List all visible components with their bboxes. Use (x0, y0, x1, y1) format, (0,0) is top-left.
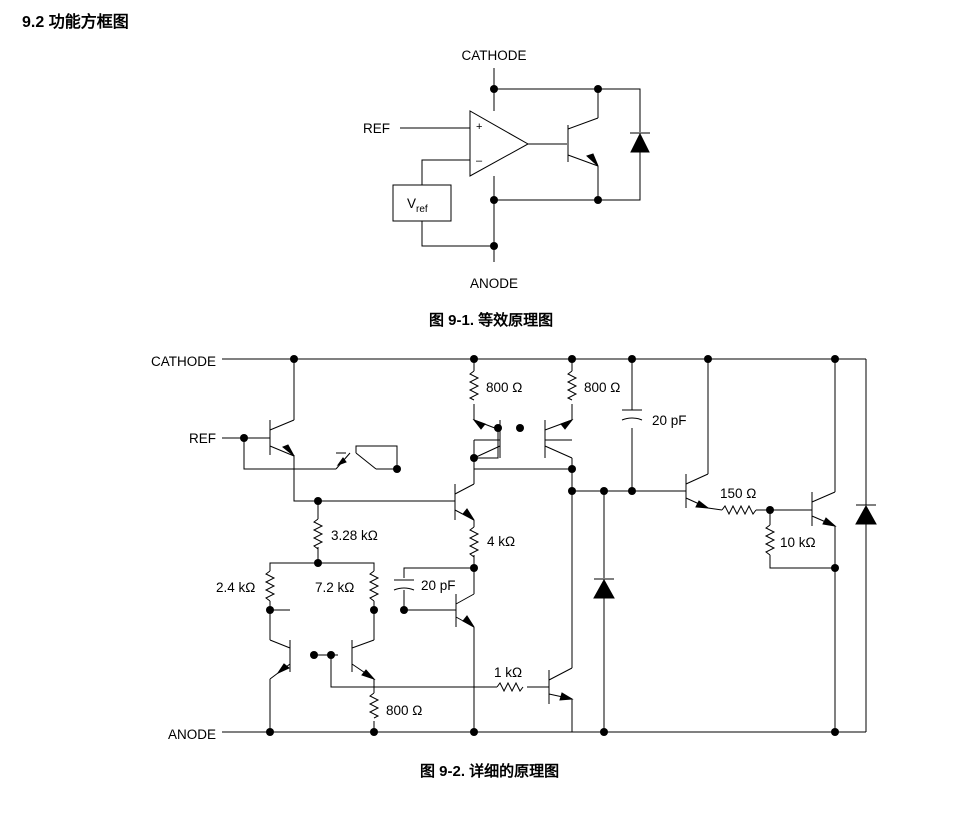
fig2-ref-label: REF (189, 431, 216, 446)
r-4k (468, 526, 480, 558)
section-heading: 9.2 功能方框图 (22, 14, 129, 31)
label-4k: 4 kΩ (487, 534, 515, 549)
r-800-b (566, 370, 578, 401)
label-1k: 1 kΩ (494, 665, 522, 680)
fig1-wires (400, 68, 641, 262)
label-7-2k: 7.2 kΩ (315, 580, 354, 595)
fig2-anode-label: ANODE (168, 727, 216, 742)
fig1-minus-sign: – (476, 155, 483, 167)
fig1-plus-sign: + (476, 121, 482, 133)
label-20pf-a: 20 pF (652, 413, 687, 428)
figure-9-1-diagram: CATHODE ANODE REF + – Vref (363, 48, 650, 291)
fig1-junction-dots (490, 85, 602, 250)
r-150 (721, 504, 757, 516)
fig2-diodes (593, 504, 877, 599)
figure-9-2-diagram: CATHODE REF ANODE (151, 354, 877, 742)
r-800-a (468, 370, 480, 401)
label-10k: 10 kΩ (780, 535, 816, 550)
fig2-junction-dots (240, 355, 839, 736)
fig1-diode-symbol (630, 132, 650, 153)
label-20pf-b: 20 pF (421, 578, 456, 593)
figure-9-2-caption: 图 9-2. 详细的原理图 (420, 763, 560, 780)
fig1-vref-box (392, 184, 452, 222)
label-3-28k: 3.28 kΩ (331, 528, 378, 543)
fig1-anode-label: ANODE (470, 276, 518, 291)
fig1-cathode-label: CATHODE (461, 48, 526, 63)
label-150: 150 Ω (720, 486, 756, 501)
label-800-c: 800 Ω (386, 703, 422, 718)
label-800-b: 800 Ω (584, 380, 620, 395)
r-800-c (368, 692, 380, 719)
r-3-28k (312, 518, 324, 550)
fig2-resistors (264, 370, 776, 719)
fig1-transistor-arrow (586, 153, 599, 167)
fig1-opamp-symbol (469, 110, 530, 177)
label-2-4k: 2.4 kΩ (216, 580, 255, 595)
figure-9-1-caption: 图 9-1. 等效原理图 (429, 312, 554, 329)
r-10k (764, 524, 776, 556)
label-800-a: 800 Ω (486, 380, 522, 395)
fig1-vref-label: Vref (407, 196, 428, 215)
r-7-2k (368, 570, 380, 602)
fig2-capacitors (393, 409, 643, 591)
fig2-transistors (269, 418, 837, 704)
r-2-4k (264, 570, 276, 602)
fig2-cathode-label: CATHODE (151, 354, 216, 369)
r-1k (496, 681, 524, 693)
fig1-ref-label: REF (363, 121, 390, 136)
